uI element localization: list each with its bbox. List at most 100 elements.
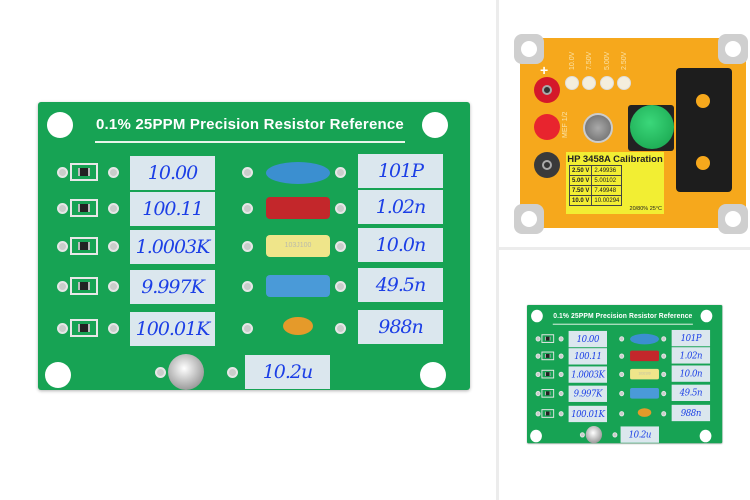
capacitor-value-label: 988n xyxy=(358,310,443,344)
solder-pad xyxy=(242,241,253,252)
capacitor-value-label: 10.0n xyxy=(671,365,711,382)
corner-mount xyxy=(718,34,748,64)
solder-pad xyxy=(227,367,238,378)
plus-sign: + xyxy=(540,62,549,78)
solder-pad xyxy=(335,281,346,292)
capacitor-value-label: 1.02n xyxy=(671,347,711,364)
mounting-hole xyxy=(422,112,448,138)
capacitor-value-label: 49.5n xyxy=(671,384,711,401)
resistor-value-label: 10.00 xyxy=(130,156,215,190)
capacitor-value-label: 988n xyxy=(671,404,711,422)
cap-marking: 103J100 xyxy=(284,242,312,249)
red-jack xyxy=(534,77,560,103)
calibration-conditions: 20/80% 25°C xyxy=(629,206,662,212)
voltage-label: 7.50V xyxy=(586,51,593,70)
calibration-title: HP 3458A Calibration xyxy=(567,154,663,165)
capacitor xyxy=(266,197,330,219)
smd-resistor xyxy=(541,409,555,418)
capacitor xyxy=(630,350,659,362)
resistor-value-label: 100.11 xyxy=(130,192,215,226)
nominal-voltage: 5.00 V xyxy=(568,175,593,186)
resistor-value-label: 1.0003K xyxy=(568,366,608,383)
resistor-reference-board-thumbnail: 0.1% 25PPM Precision Resistor Reference … xyxy=(527,305,723,444)
solder-pad xyxy=(558,371,564,377)
measured-voltage: 10.00294 xyxy=(591,195,623,206)
solder-pad xyxy=(535,353,541,359)
capacitor: 103J100 xyxy=(266,235,330,257)
smd-resistor xyxy=(70,199,98,217)
electrolytic-capacitor xyxy=(168,354,204,390)
solder-pad xyxy=(535,371,541,377)
capacitor xyxy=(266,275,330,297)
divider-vertical xyxy=(496,0,499,500)
smd-resistor xyxy=(70,163,98,181)
solder-pad xyxy=(108,323,119,334)
solder-pad xyxy=(242,203,253,214)
cap-marking: 103J100 xyxy=(638,372,651,376)
solder-pad xyxy=(335,323,346,334)
mounting-hole xyxy=(531,309,543,323)
corner-mount xyxy=(514,34,544,64)
solder-pad xyxy=(155,367,166,378)
solder-pad xyxy=(242,167,253,178)
green-button[interactable] xyxy=(630,105,674,149)
holder-hole xyxy=(696,156,710,170)
corner-mount xyxy=(514,204,544,234)
solder-pad xyxy=(558,390,564,397)
solder-pad xyxy=(335,167,346,178)
capacitor xyxy=(630,333,659,345)
capacitor-value-label: 1.02n xyxy=(358,190,443,224)
electrolytic-capacitor xyxy=(585,425,603,444)
solder-pad xyxy=(619,371,625,377)
measured-voltage: 7.49948 xyxy=(591,185,623,196)
solder-pad xyxy=(558,411,564,417)
solder-pad xyxy=(619,353,625,359)
solder-pad xyxy=(619,336,625,342)
capacitor-value-label: 101P xyxy=(671,329,711,347)
resistor-value-label: 10.00 xyxy=(568,330,608,348)
electrolytic-label: 10.2u xyxy=(620,426,659,443)
solder-pad xyxy=(661,411,667,417)
solder-pad xyxy=(535,336,541,342)
solder-pad xyxy=(335,241,346,252)
capacitor-value-label: 49.5n xyxy=(358,268,443,302)
title-underline xyxy=(552,323,693,325)
indicator-led xyxy=(600,76,614,90)
capacitor xyxy=(630,388,659,399)
nominal-voltage: 10.0 V xyxy=(568,195,593,206)
smd-resistor xyxy=(70,319,98,337)
capacitor: 103J100 xyxy=(630,368,659,380)
resistor-value-label: 1.0003K xyxy=(130,230,215,264)
indicator-led xyxy=(565,76,579,90)
resistor-value-label: 100.01K xyxy=(568,405,608,423)
solder-pad xyxy=(661,390,667,397)
mounting-hole xyxy=(530,429,542,443)
solder-pad xyxy=(558,336,564,342)
solder-pad xyxy=(535,411,541,417)
solder-pad xyxy=(535,390,541,397)
capacitor-value-label: 101P xyxy=(358,154,443,188)
side-label: MEF 1/2 xyxy=(562,111,569,138)
mounting-hole xyxy=(45,362,71,388)
resistor-reference-board: 0.1% 25PPM Precision Resistor Reference … xyxy=(38,102,470,390)
voltage-label: 10.0V xyxy=(569,51,576,70)
solder-pad xyxy=(619,390,625,397)
capacitor xyxy=(637,408,652,417)
mounting-hole xyxy=(420,362,446,388)
solder-pad xyxy=(108,167,119,178)
indicator-led xyxy=(617,76,631,90)
solder-pad xyxy=(579,432,585,438)
capacitor-value-label: 10.0n xyxy=(358,228,443,262)
resistor-value-label: 9.997K xyxy=(130,270,215,304)
smd-resistor xyxy=(541,334,555,343)
holder-hole xyxy=(696,94,710,108)
corner-mount xyxy=(718,204,748,234)
black-jack xyxy=(534,152,560,178)
resistor-value-label: 100.01K xyxy=(130,312,215,346)
resistor-value-label: 9.997K xyxy=(568,385,608,402)
